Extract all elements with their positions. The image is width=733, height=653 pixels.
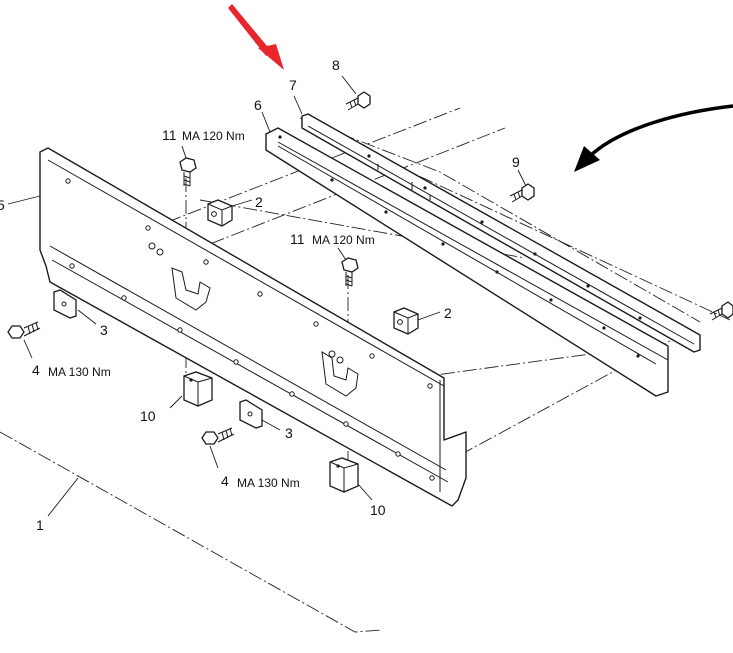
callout-9: 9: [512, 154, 520, 170]
part-screw-right-edge: [709, 301, 733, 321]
part-8-screw: [345, 91, 371, 111]
callout-3-a: 3: [100, 322, 108, 338]
part-11-bolt-a: [179, 157, 197, 187]
callout-10-a: 10: [140, 408, 156, 424]
callout-8: 8: [332, 57, 340, 73]
part-7-strip: [301, 113, 701, 353]
torque-spec-4-a: MA 130 Nm: [48, 365, 111, 379]
callout-7: 7: [289, 77, 297, 93]
callout-1: 1: [36, 517, 44, 533]
part-9-screw: [509, 183, 535, 203]
part-6-plate: [265, 127, 669, 397]
curved-rotation-arrow-icon: [574, 104, 733, 172]
torque-spec-11-b: MA 120 Nm: [312, 233, 375, 247]
red-pointer-arrow-icon: [228, 4, 284, 70]
callout-6: 6: [254, 97, 262, 113]
callout-4-a: 4: [32, 362, 40, 378]
callout-11-a: 11: [162, 127, 177, 143]
torque-spec-4-b: MA 130 Nm: [237, 476, 300, 490]
callout-10-b: 10: [370, 502, 386, 518]
torque-spec-11-a: MA 120 Nm: [182, 129, 245, 143]
part-5-front-panel: [39, 147, 467, 507]
part-3-bracket-a: [53, 289, 77, 319]
part-4-bolt-a: [7, 321, 41, 339]
part-4-bolt-b: [201, 427, 235, 445]
callout-3-b: 3: [285, 425, 293, 441]
callout-11-b: 11: [290, 231, 305, 247]
part-11-bolt-b: [341, 257, 359, 287]
part-10-block-b: [329, 457, 359, 493]
part-3-bracket-b: [239, 399, 263, 429]
callout-4-b: 4: [221, 473, 229, 489]
callout-5: 5: [0, 197, 5, 213]
part-2-block-a: [207, 199, 233, 227]
callout-2-b: 2: [444, 305, 452, 321]
callout-2-a: 2: [255, 194, 263, 210]
part-10-block-a: [183, 371, 213, 407]
leader-lines: [7, 75, 527, 517]
part-2-block-b: [393, 307, 419, 335]
